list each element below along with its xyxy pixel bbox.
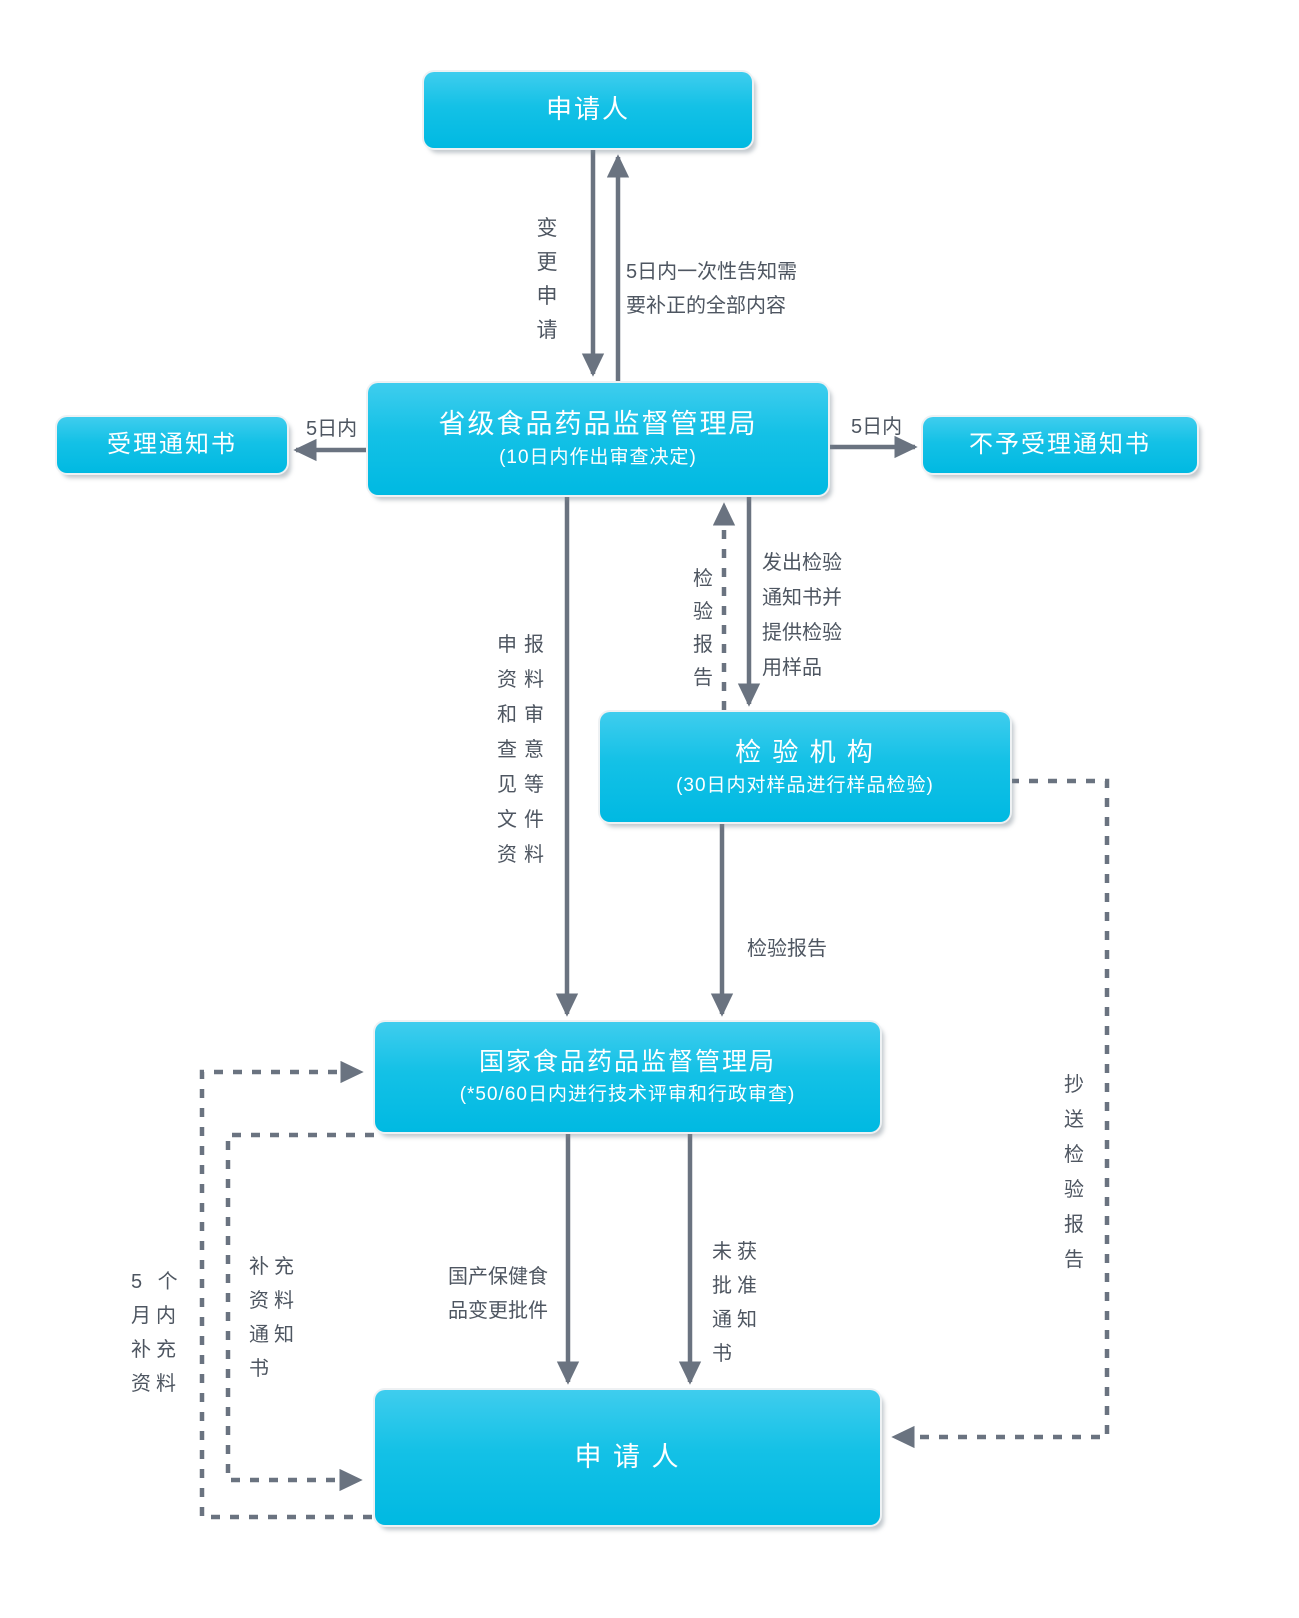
arrow-supplement-notice-dashed xyxy=(225,1132,374,1492)
node-rejection-notice: 不予受理通知书 xyxy=(923,417,1197,473)
node-applicant-bottom-title: 申 请 人 xyxy=(574,1441,681,1472)
node-acceptance-notice: 受理通知书 xyxy=(57,417,287,473)
edge-label-send-sample: 发出检验 通知书并 提供检验 用样品 xyxy=(762,552,842,679)
edge-label-supplement: 5 个 月内 补充 资料 xyxy=(131,1271,183,1395)
node-inspection-agency: 检 验 机 构 (30日内对样品进行样品检验) xyxy=(600,712,1010,822)
node-applicant-bottom: 申 请 人 xyxy=(375,1390,880,1525)
edge-label-supplement-notice: 补充 资料 通知 书 xyxy=(249,1256,299,1380)
edge-label-reject-days: 5日内 xyxy=(851,416,903,438)
node-provincial-fda-title: 省级食品药品监督管理局 xyxy=(438,409,758,440)
node-acceptance-notice-title: 受理通知书 xyxy=(107,431,237,459)
edge-label-inspection-report-up: 检 验 报 告 xyxy=(693,568,713,689)
node-provincial-fda-subtitle: (10日内作出审查决定) xyxy=(499,447,697,469)
arrow-supplement-dashed xyxy=(199,1060,372,1520)
edge-label-change-request: 变 更 申 请 xyxy=(536,217,558,342)
node-inspection-agency-title: 检 验 机 构 xyxy=(735,736,875,767)
node-national-fda-subtitle: (*50/60日内进行技术评审和行政审查) xyxy=(459,1083,796,1105)
edge-label-dossier: 申报 资料 和审 查意 见等 文件 资料 xyxy=(497,634,551,866)
node-applicant-top-title: 申请人 xyxy=(545,94,630,125)
arrow-copy-report-dashed xyxy=(891,778,1110,1449)
node-applicant-top: 申请人 xyxy=(424,72,752,148)
edge-label-inspection-report-down: 检验报告 xyxy=(747,938,827,960)
edge-label-copy-report: 抄 送 检 验 报 告 xyxy=(1064,1074,1084,1271)
node-rejection-notice-title: 不予受理通知书 xyxy=(969,431,1151,459)
edge-label-approval-document: 国产保健食 品变更批件 xyxy=(448,1266,548,1322)
edge-label-denial-notice: 未获 批准 通知 书 xyxy=(712,1241,762,1365)
node-national-fda-title: 国家食品药品监督管理局 xyxy=(478,1048,776,1077)
node-provincial-fda: 省级食品药品监督管理局 (10日内作出审查决定) xyxy=(368,383,828,495)
node-inspection-agency-subtitle: (30日内对样品进行样品检验) xyxy=(676,774,934,796)
edge-label-correction-notice: 5日内一次性告知需 要补正的全部内容 xyxy=(626,261,798,317)
node-national-fda: 国家食品药品监督管理局 (*50/60日内进行技术评审和行政审查) xyxy=(375,1022,880,1132)
edge-label-accept-days: 5日内 xyxy=(306,418,358,440)
